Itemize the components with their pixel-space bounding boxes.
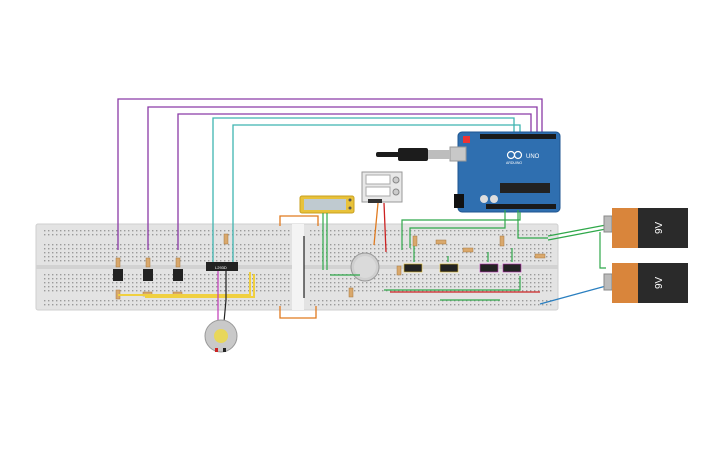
motor-driver-ic[interactable]: L293D xyxy=(206,262,238,271)
orange-bridge-wires xyxy=(279,215,319,319)
arduino-wires xyxy=(117,98,543,262)
arduino-uno-board[interactable]: UNO ARDUINO xyxy=(449,131,561,213)
battery-bottom-label: 9V xyxy=(654,276,665,289)
battery-bottom[interactable]: 9V xyxy=(603,263,688,303)
battery-top[interactable]: 9V xyxy=(603,208,688,248)
arduino-brand-label: ARDUINO xyxy=(506,161,522,165)
blue-wire xyxy=(539,285,607,305)
usb-connector-icon[interactable] xyxy=(449,146,467,162)
small-ics xyxy=(403,263,522,273)
green-wires xyxy=(330,210,607,301)
relay[interactable] xyxy=(361,171,403,203)
transistors xyxy=(113,269,183,281)
yellow-wires xyxy=(118,272,255,298)
power-jack-icon[interactable] xyxy=(454,194,464,208)
arduino-logo-icon xyxy=(506,150,523,160)
dc-motor-icon[interactable] xyxy=(204,319,238,353)
potentiometer-icon[interactable] xyxy=(350,252,380,282)
arduino-model-label: UNO xyxy=(526,154,540,160)
reset-button-icon[interactable] xyxy=(463,136,470,143)
battery-top-label: 9V xyxy=(654,221,665,234)
usb-cable[interactable] xyxy=(376,148,450,161)
lcd-module[interactable] xyxy=(299,195,355,214)
chip-icon xyxy=(500,183,550,193)
motor-leads xyxy=(217,271,227,323)
motor-driver-label: L293D xyxy=(215,265,227,270)
